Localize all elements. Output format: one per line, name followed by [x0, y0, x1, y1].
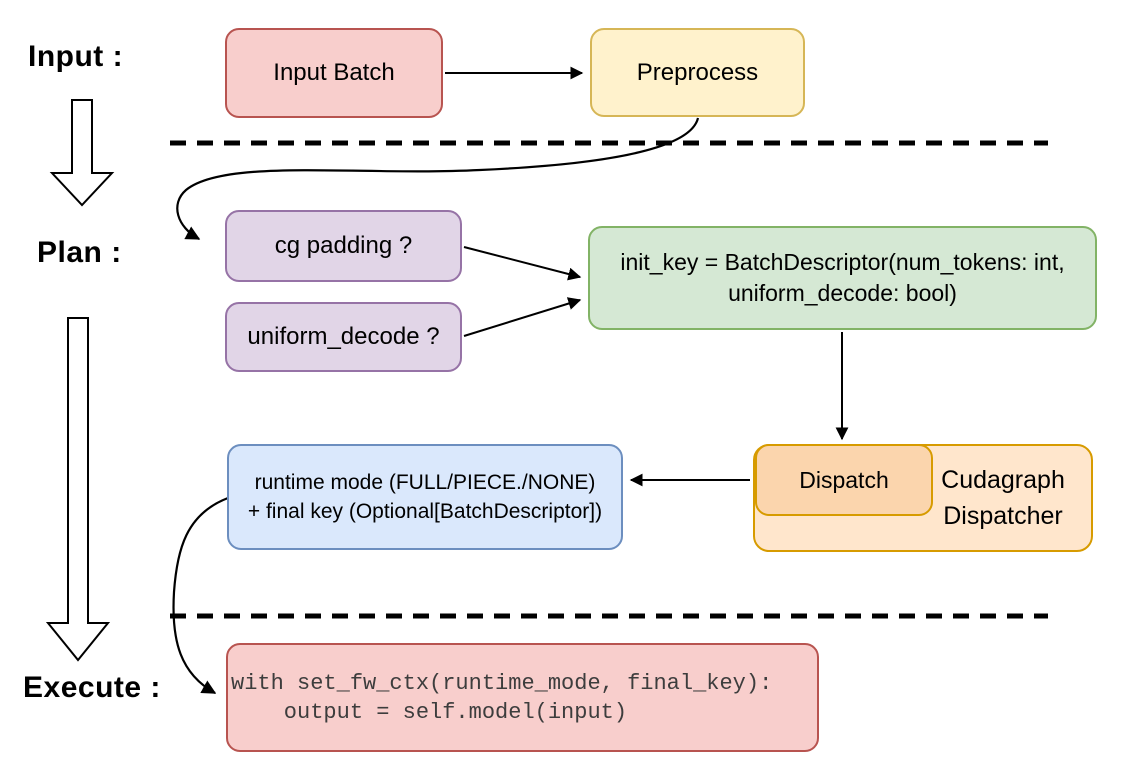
stage-arrow-plan-to-execute-icon — [45, 317, 111, 662]
stage-arrow-input-to-plan-icon — [49, 99, 115, 207]
execute-code-line2: output = self.model(input) — [231, 699, 628, 725]
node-input-batch: Input Batch — [225, 28, 443, 118]
node-input-batch-label: Input Batch — [273, 59, 395, 86]
edge-preprocess-cgpadding — [176, 117, 700, 240]
dispatcher-label-line2: Dispatcher — [943, 502, 1063, 530]
stage-label-input: Input : — [28, 40, 124, 73]
stage-label-execute: Execute : — [23, 671, 161, 704]
node-cudagraph-dispatcher-label: Cudagraph Dispatcher — [923, 446, 1083, 550]
node-cg-padding: cg padding ? — [225, 210, 462, 282]
edge-runtimekey-executecode — [172, 496, 229, 694]
node-runtime-key-line1: runtime mode (FULL/PIECE./NONE) — [254, 471, 596, 494]
node-dispatch: Dispatch — [755, 444, 933, 516]
node-runtime-key: runtime mode (FULL/PIECE./NONE) + final … — [227, 444, 623, 550]
dispatcher-label-line1: Cudagraph — [941, 466, 1065, 494]
node-preprocess: Preprocess — [590, 28, 805, 117]
edge-cgpadding-initkey — [463, 246, 582, 281]
node-runtime-key-line2: + final key (Optional[BatchDescriptor]) — [247, 500, 603, 523]
stage-label-plan: Plan : — [37, 236, 122, 269]
node-preprocess-label: Preprocess — [636, 58, 759, 86]
node-execute-code: with set_fw_ctx(runtime_mode, final_key)… — [226, 643, 819, 752]
node-init-key-line2: uniform_decode: bool) — [728, 280, 957, 306]
node-uniform-decode-label: uniform_decode ? — [247, 323, 440, 350]
node-uniform-decode: uniform_decode ? — [225, 302, 462, 372]
node-init-key-line1: init_key = BatchDescriptor(num_tokens: i… — [620, 249, 1065, 275]
execute-code-line1: with set_fw_ctx(runtime_mode, final_key)… — [231, 670, 773, 696]
node-init-key: init_key = BatchDescriptor(num_tokens: i… — [588, 226, 1097, 330]
node-dispatch-label: Dispatch — [799, 466, 889, 493]
edge-uniformdecode-initkey — [463, 297, 582, 337]
node-cg-padding-label: cg padding ? — [274, 232, 413, 259]
